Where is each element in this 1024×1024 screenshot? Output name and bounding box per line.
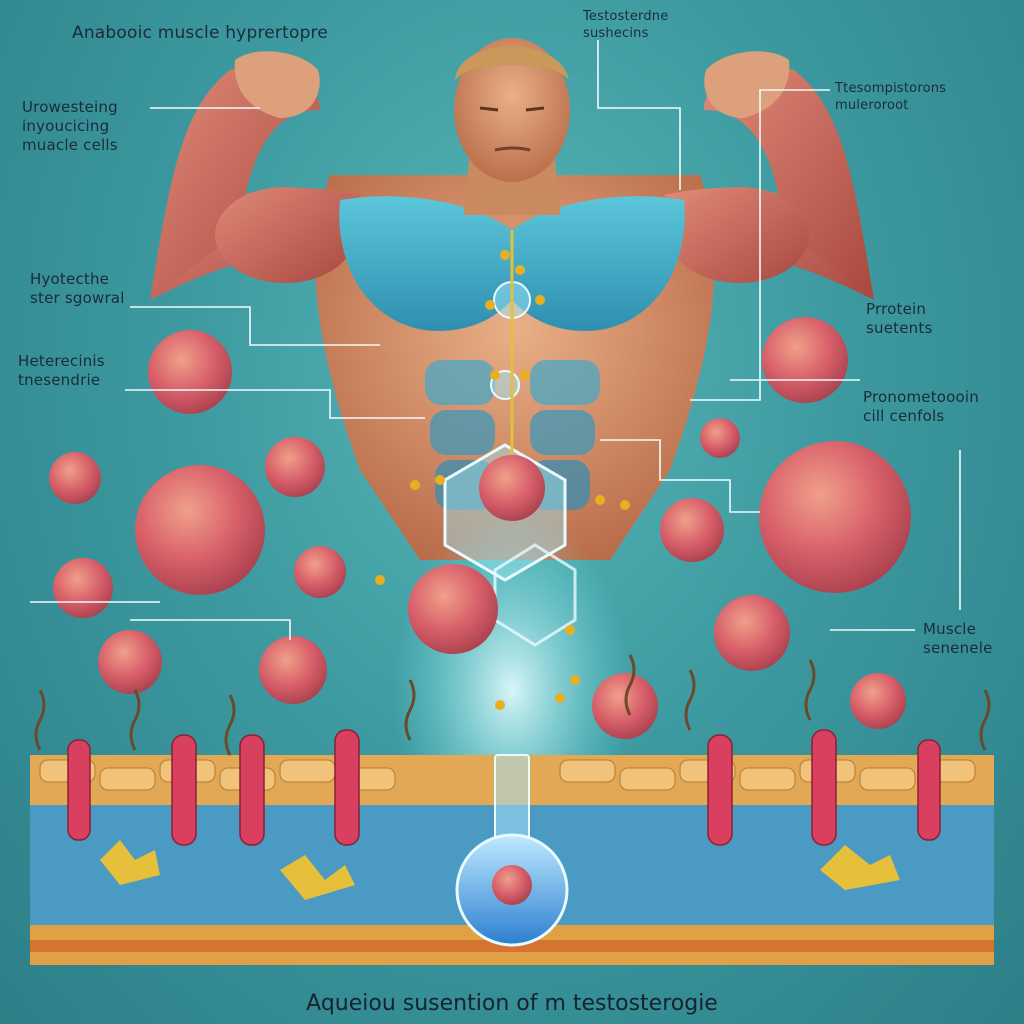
label-left-2: Hyotecthe ster sgowral [30,270,125,307]
label-right-3: Muscle senenele [923,620,993,657]
label-top-right: Ttesompistorons muleroroot [835,81,947,113]
diagram-caption: Aqueiou susention of m testosterogie [306,991,718,1016]
label-title-top-left: Anabooic muscle hyprertopre [72,23,329,43]
leader-lines [30,40,961,640]
label-left-3: Heterecinis tnesendrie [18,352,105,389]
label-right-2: Pronometoooin cill cenfols [863,388,980,425]
muscular-figure [150,38,874,560]
muscle-cells [49,317,911,739]
testosterone-flask [455,754,569,947]
label-top-center: Testosterdne sushecins [583,9,669,41]
label-left-1: Urowesteing inyoucicing muacle cells [22,98,118,154]
label-right-1: Prrotein suetents [866,300,933,337]
